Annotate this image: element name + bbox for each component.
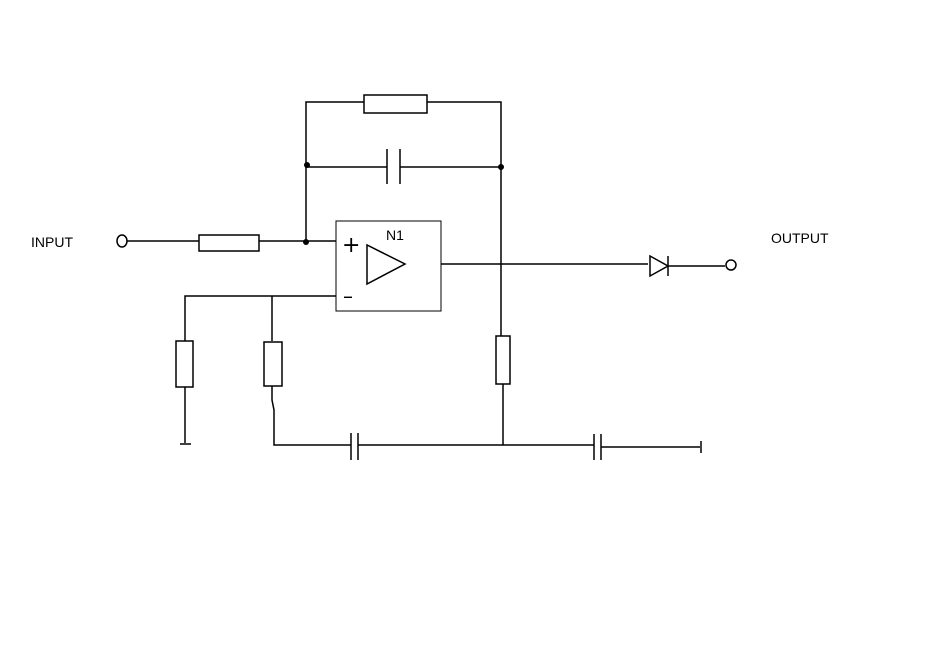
feedback-resistor-loop-right bbox=[427, 101, 502, 167]
feedback-resistor-loop-left bbox=[305, 101, 364, 241]
opamp-triangle-icon bbox=[366, 243, 407, 286]
branch-resistor-lower-wire bbox=[271, 386, 351, 446]
input-label: INPUT bbox=[31, 234, 73, 250]
minus-input-label: – bbox=[343, 284, 353, 308]
junction-dot bbox=[498, 164, 504, 170]
opamp-label: N1 bbox=[386, 227, 404, 243]
output-terminal bbox=[725, 259, 737, 271]
junction-dot bbox=[303, 239, 309, 245]
output-diode-icon bbox=[649, 254, 670, 278]
feedback-resistor bbox=[363, 94, 428, 114]
minus-input-wire bbox=[184, 295, 336, 341]
output-label: OUTPUT bbox=[771, 230, 829, 246]
branch-resistor bbox=[263, 341, 283, 387]
plus-input-label: + bbox=[342, 233, 360, 258]
bottom-capacitor-left bbox=[350, 433, 359, 460]
bottom-capacitor-right bbox=[593, 434, 602, 460]
output-load-resistor bbox=[495, 335, 511, 385]
junction-dot bbox=[304, 162, 310, 168]
input-resistor bbox=[198, 234, 260, 252]
feedback-capacitor bbox=[386, 149, 401, 184]
opamp-box bbox=[335, 220, 442, 312]
ground-resistor bbox=[175, 340, 194, 388]
input-terminal bbox=[116, 234, 128, 248]
